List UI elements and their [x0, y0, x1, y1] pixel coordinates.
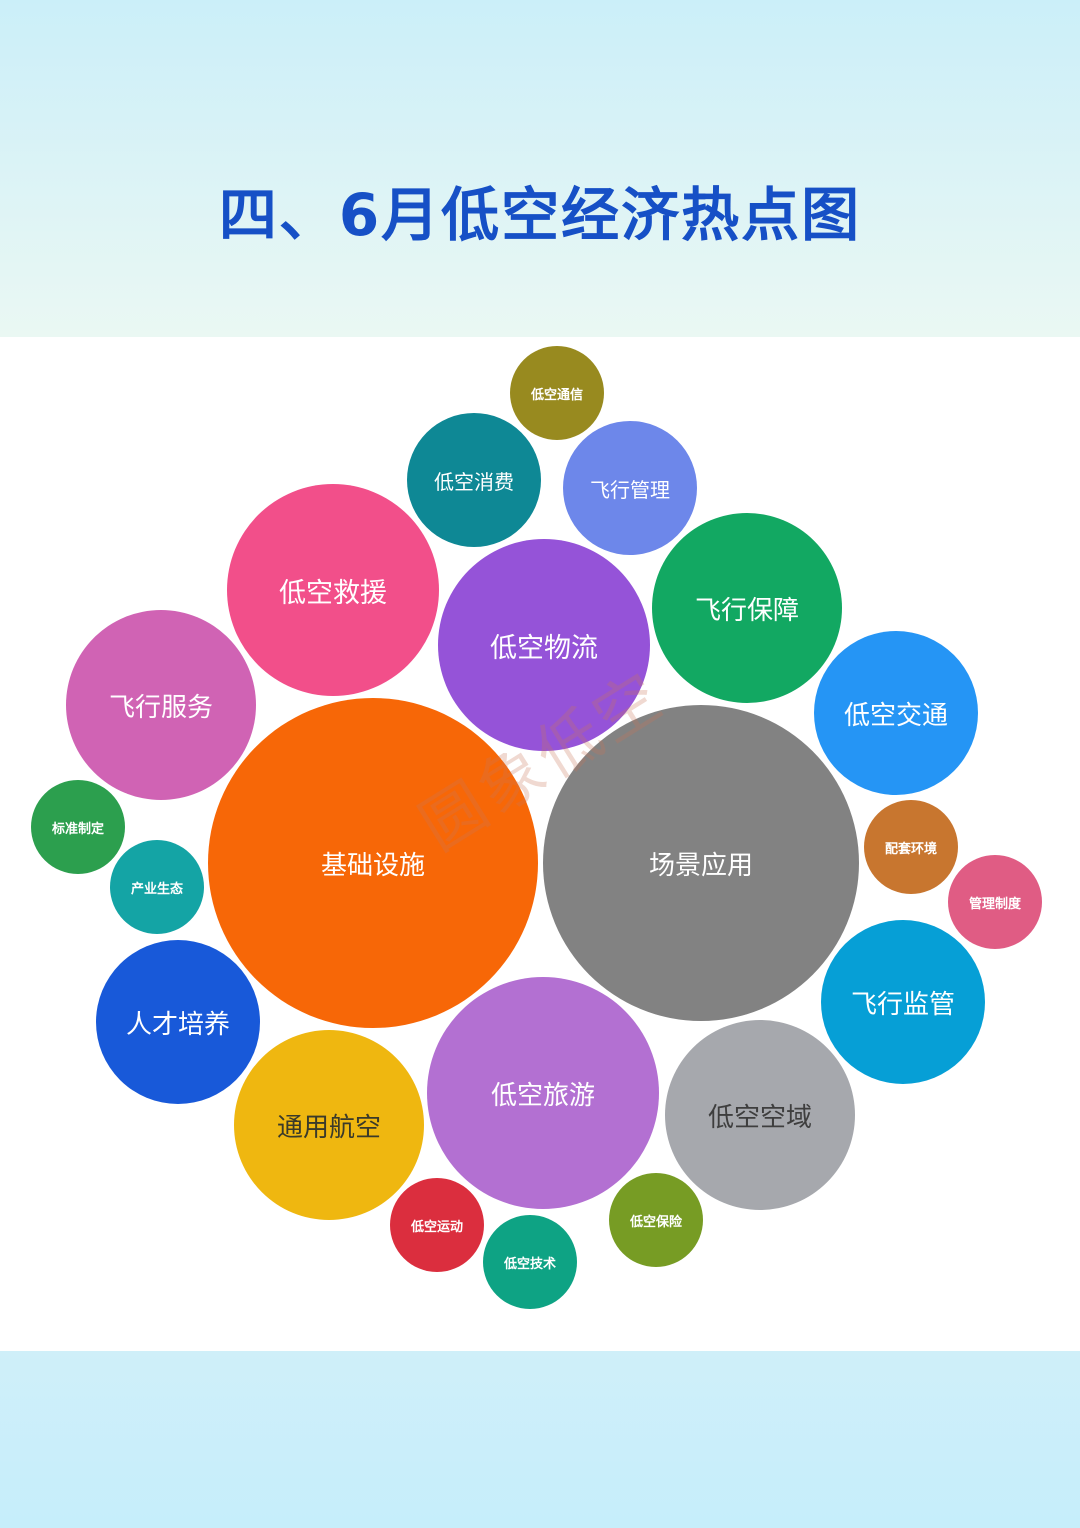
- bubble-label: 低空交通: [843, 700, 948, 731]
- bubble-label: 低空空域: [707, 1102, 812, 1133]
- bubble-label: 低空消费: [434, 469, 514, 494]
- bubble-label: 产业生态: [130, 881, 183, 897]
- bubble-8[interactable]: 基础设施: [208, 698, 538, 1028]
- bubble-16[interactable]: 通用航空: [234, 1030, 424, 1220]
- bubble-7[interactable]: 低空交通: [814, 631, 978, 795]
- bubble-label: 通用航空: [276, 1112, 381, 1143]
- bubble-label: 低空旅游: [490, 1080, 595, 1111]
- bubble-17[interactable]: 低空旅游: [427, 977, 659, 1209]
- bubble-label: 场景应用: [648, 850, 753, 881]
- bubble-label: 飞行保障: [694, 595, 799, 626]
- bubble-label: 飞行服务: [108, 692, 213, 723]
- bubble-5[interactable]: 飞行保障: [652, 513, 842, 703]
- bubble-label: 基础设施: [320, 850, 425, 881]
- bubble-label: 人才培养: [125, 1009, 230, 1040]
- bubble-18[interactable]: 低空空域: [665, 1020, 855, 1210]
- footer-background: [0, 1351, 1080, 1528]
- bubble-12[interactable]: 配套环境: [864, 800, 958, 894]
- bubble-3[interactable]: 低空救援: [227, 484, 439, 696]
- bubble-11[interactable]: 产业生态: [110, 840, 204, 934]
- bubble-6[interactable]: 飞行服务: [66, 610, 256, 800]
- bubble-13[interactable]: 管理制度: [948, 855, 1042, 949]
- bubble-19[interactable]: 低空运动: [390, 1178, 484, 1272]
- bubble-9[interactable]: 场景应用: [543, 705, 859, 1021]
- bubble-20[interactable]: 低空技术: [483, 1215, 577, 1309]
- bubble-label: 低空物流: [490, 632, 598, 664]
- bubble-0[interactable]: 低空通信: [510, 346, 604, 440]
- bubble-label: 低空运动: [410, 1219, 463, 1235]
- bubble-10[interactable]: 标准制定: [31, 780, 125, 874]
- bubble-label: 飞行监管: [850, 989, 955, 1020]
- bubble-label: 低空救援: [279, 577, 387, 609]
- bubble-label: 飞行管理: [590, 477, 670, 502]
- bubble-label: 管理制度: [968, 896, 1021, 912]
- bubble-label: 低空保险: [629, 1214, 682, 1230]
- bubble-4[interactable]: 低空物流: [438, 539, 650, 751]
- bubble-label: 低空技术: [503, 1256, 556, 1272]
- page-title: 四、6月低空经济热点图: [218, 181, 862, 249]
- bubble-1[interactable]: 低空消费: [407, 413, 541, 547]
- bubble-label: 标准制定: [51, 821, 104, 837]
- bubble-2[interactable]: 飞行管理: [563, 421, 697, 555]
- bubble-label: 配套环境: [884, 841, 937, 857]
- bubble-14[interactable]: 人才培养: [96, 940, 260, 1104]
- bubble-15[interactable]: 飞行监管: [821, 920, 985, 1084]
- header-background: [0, 0, 1080, 337]
- bubble-21[interactable]: 低空保险: [609, 1173, 703, 1267]
- bubble-label: 低空通信: [530, 387, 583, 403]
